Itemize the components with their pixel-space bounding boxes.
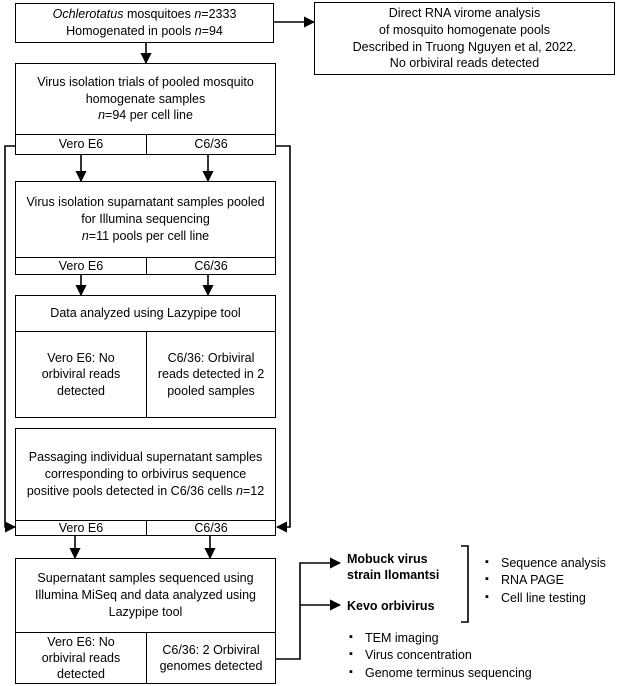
mosquito-collection-box: Ochlerotatus mosquitoes n=2333 Homogenat… (15, 3, 274, 43)
pool-count: =94 (201, 24, 223, 38)
miseq-sequencing-box: Supernatant samples sequenced using Illu… (15, 558, 276, 633)
isolation-col-c636: C6/36 (146, 134, 276, 155)
n-symbol: n (81, 228, 89, 243)
homogenated-label: Homogenated in pools (66, 24, 195, 38)
bullet-genome-terminus-sequencing: Genome terminus sequencing (347, 665, 532, 682)
lazypipe-analysis-box: Data analyzed using Lazypipe tool (15, 295, 276, 332)
virome-analysis-box: Direct RNA virome analysis of mosquito h… (314, 2, 615, 75)
pooled-count: =11 pools per cell line (88, 228, 210, 243)
passaging-box: Passaging individual supernatant samples… (15, 428, 276, 521)
isolation-line-1: Virus isolation trials of pooled mosquit… (37, 74, 254, 89)
passaging-line-3: positive pools detected in C6/36 cells (26, 483, 236, 498)
virome-line-2: of mosquito homogenate pools (379, 22, 550, 37)
bypass-left-line (4, 145, 17, 533)
mobuck-virus-label: Mobuck virus strain Ilomantsi (347, 551, 439, 584)
mobuck-line-1: Mobuck virus (347, 552, 428, 566)
n-symbol: n (194, 24, 202, 38)
bullet-virus-concentration: Virus concentration (347, 647, 532, 664)
species-name: Ochlerotatus (52, 7, 124, 22)
passaging-line-1: Passaging individual supernatant samples (28, 450, 263, 465)
lazypipe-result-vero: Vero E6: No orbiviral reads detected (15, 331, 147, 418)
miseq-line-2: Illumina MiSeq and data analyzed using (35, 588, 256, 603)
passaging-col-vero: Vero E6 (15, 520, 147, 536)
results-bracket (461, 545, 469, 623)
passaging-count: =12 (242, 483, 265, 498)
virome-line-1: Direct RNA virome analysis (388, 5, 541, 20)
n-symbol: n (98, 108, 106, 123)
miseq-line-1: Supernatant samples sequenced using (37, 571, 254, 586)
lazypipe-result-c636: C6/36: Orbiviral reads detected in 2 poo… (146, 331, 276, 418)
analysis-bullet-list: Sequence analysis RNA PAGE Cell line tes… (483, 555, 606, 607)
mosquito-count: =2333 (201, 7, 237, 22)
isolation-line-2: homogenate samples (85, 91, 206, 106)
arrow-to-mobuck (276, 557, 342, 660)
kevo-orbivirus-label: Kevo orbivirus (347, 599, 435, 613)
isolation-trials-box: Virus isolation trials of pooled mosquit… (15, 63, 276, 135)
pooled-col-c636: C6/36 (146, 257, 276, 275)
miseq-result-vero: Vero E6: No orbiviral reads detected (15, 632, 147, 684)
bullet-cell-line-testing: Cell line testing (483, 590, 606, 607)
miseq-result-c636: C6/36: 2 Orbiviral genomes detected (146, 632, 276, 684)
pooled-line-2: for Illumina sequencing (81, 212, 210, 227)
pooled-col-vero: Vero E6 (15, 257, 147, 275)
virome-line-4: No orbiviral reads detected (389, 56, 540, 71)
virome-line-3: Described in Truong Nguyen et al, 2022. (352, 39, 577, 54)
isolation-count: =94 per cell line (105, 108, 193, 123)
pooled-line-1: Virus isolation suparnatant samples pool… (26, 195, 265, 210)
passaging-line-2: corresponding to orbivirus sequence (44, 467, 247, 482)
bullet-tem-imaging: TEM imaging (347, 630, 532, 647)
bullet-rna-page: RNA PAGE (483, 572, 606, 589)
n-symbol: n (235, 483, 243, 498)
characterization-bullet-list: TEM imaging Virus concentration Genome t… (347, 630, 532, 682)
miseq-line-3: Lazypipe tool (108, 604, 183, 619)
mosquitoes-label: mosquitoes (123, 7, 195, 22)
passaging-col-c636: C6/36 (146, 520, 276, 536)
bypass-right-line (275, 145, 291, 533)
bullet-sequence-analysis: Sequence analysis (483, 555, 606, 572)
n-symbol: n (194, 7, 202, 22)
mobuck-line-2: strain Ilomantsi (347, 568, 440, 583)
isolation-col-vero: Vero E6 (15, 134, 147, 155)
pooled-sequencing-box: Virus isolation suparnatant samples pool… (15, 181, 276, 258)
